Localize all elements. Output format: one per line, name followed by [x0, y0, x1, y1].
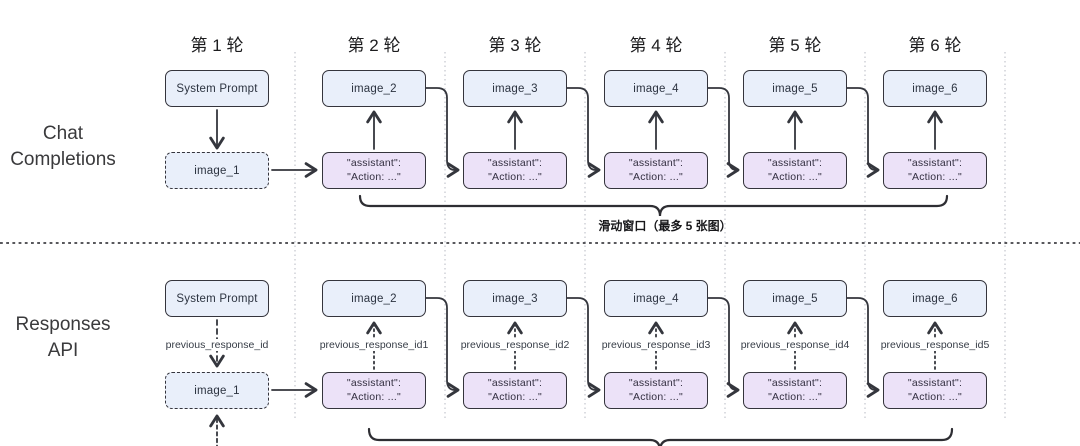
- image-box-4: image_4: [604, 280, 708, 317]
- elbow-image-to-next-assistant: [707, 87, 740, 178]
- previous-response-id-label: previous_response_id4: [738, 339, 852, 351]
- assistant-box-3: "assistant": "Action: ...": [463, 152, 567, 189]
- image-box-2: image_2: [322, 70, 426, 107]
- system-prompt-box: System Prompt: [165, 280, 269, 317]
- assistant-line: "assistant":: [907, 157, 963, 169]
- assistant-box-2: "assistant": "Action: ...": [322, 372, 426, 409]
- elbow-image-to-next-assistant: [846, 87, 880, 178]
- previous-response-id-label: previous_response_id5: [878, 339, 992, 351]
- chat-completions-arrows: [209, 87, 949, 217]
- assistant-line: "Action: ...": [908, 390, 962, 403]
- assistant-line: "assistant":: [767, 157, 823, 169]
- previous-response-id-label: previous_response_id2: [458, 339, 572, 351]
- assistant-line: "Action: ...": [347, 170, 401, 183]
- section-title-line: Chat: [42, 123, 84, 144]
- assistant-line: "assistant":: [907, 377, 963, 389]
- assistant-line: "assistant":: [487, 377, 543, 389]
- assistant-box-2: "assistant": "Action: ...": [322, 152, 426, 189]
- assistant-line: "assistant":: [346, 157, 402, 169]
- assistant-line: "Action: ...": [768, 170, 822, 183]
- elbow-image-to-next-assistant: [846, 297, 880, 398]
- image-box-6: image_6: [883, 280, 987, 317]
- assistant-line: "assistant":: [628, 157, 684, 169]
- assistant-box-4: "assistant": "Action: ...": [604, 372, 708, 409]
- round-header-6: 第 6 轮: [908, 36, 962, 55]
- image-box-5: image_5: [743, 70, 847, 107]
- round-header-4: 第 4 轮: [629, 36, 683, 55]
- assistant-line: "assistant":: [346, 377, 402, 389]
- elbow-image-to-next-assistant: [566, 87, 601, 178]
- section-title-line: API: [47, 340, 79, 361]
- assistant-line: "Action: ...": [629, 390, 683, 403]
- round-header-5: 第 5 轮: [768, 36, 822, 55]
- image-box-1: image_1: [165, 372, 269, 409]
- image-box-4: image_4: [604, 70, 708, 107]
- section-title-responses-api: Responses API: [0, 312, 126, 364]
- section-title-chat-completions: Chat Completions: [0, 121, 126, 173]
- assistant-box-3: "assistant": "Action: ...": [463, 372, 567, 409]
- image-box-3: image_3: [463, 280, 567, 317]
- round-header-3: 第 3 轮: [488, 36, 542, 55]
- section-title-line: Responses: [15, 314, 111, 335]
- sliding-window-brace: [358, 194, 949, 217]
- image-box-1: image_1: [165, 152, 269, 189]
- assistant-line: "assistant":: [487, 157, 543, 169]
- section-title-line: Completions: [10, 149, 116, 170]
- assistant-line: "assistant":: [628, 377, 684, 389]
- column-separators: [294, 52, 1006, 420]
- image-box-5: image_5: [743, 280, 847, 317]
- assistant-line: "Action: ...": [768, 390, 822, 403]
- round-header-1: 第 1 轮: [190, 36, 244, 55]
- assistant-line: "Action: ...": [488, 390, 542, 403]
- sliding-window-label: 滑动窗口（最多 5 张图）: [598, 219, 732, 233]
- round-header-2: 第 2 轮: [347, 36, 401, 55]
- assistant-line: "Action: ...": [488, 170, 542, 183]
- assistant-line: "assistant":: [767, 377, 823, 389]
- image-box-2: image_2: [322, 280, 426, 317]
- system-prompt-box: System Prompt: [165, 70, 269, 107]
- assistant-line: "Action: ...": [629, 170, 683, 183]
- assistant-box-5: "assistant": "Action: ...": [743, 152, 847, 189]
- assistant-box-4: "assistant": "Action: ...": [604, 152, 708, 189]
- assistant-line: "Action: ...": [347, 390, 401, 403]
- elbow-image-to-next-assistant: [425, 87, 460, 178]
- image-box-6: image_6: [883, 70, 987, 107]
- elbow-image-to-next-assistant: [425, 297, 460, 398]
- assistant-box-5: "assistant": "Action: ...": [743, 372, 847, 409]
- bottom-brace: [367, 427, 954, 446]
- image-box-3: image_3: [463, 70, 567, 107]
- previous-response-id-label: previous_response_id3: [599, 339, 713, 351]
- elbow-image-to-next-assistant: [566, 297, 601, 398]
- assistant-line: "Action: ...": [908, 170, 962, 183]
- previous-response-id-label: previous_response_id: [163, 339, 271, 351]
- assistant-box-6: "assistant": "Action: ...": [883, 372, 987, 409]
- elbow-image-to-next-assistant: [707, 297, 740, 398]
- assistant-box-6: "assistant": "Action: ...": [883, 152, 987, 189]
- previous-response-id-label: previous_response_id1: [317, 339, 431, 351]
